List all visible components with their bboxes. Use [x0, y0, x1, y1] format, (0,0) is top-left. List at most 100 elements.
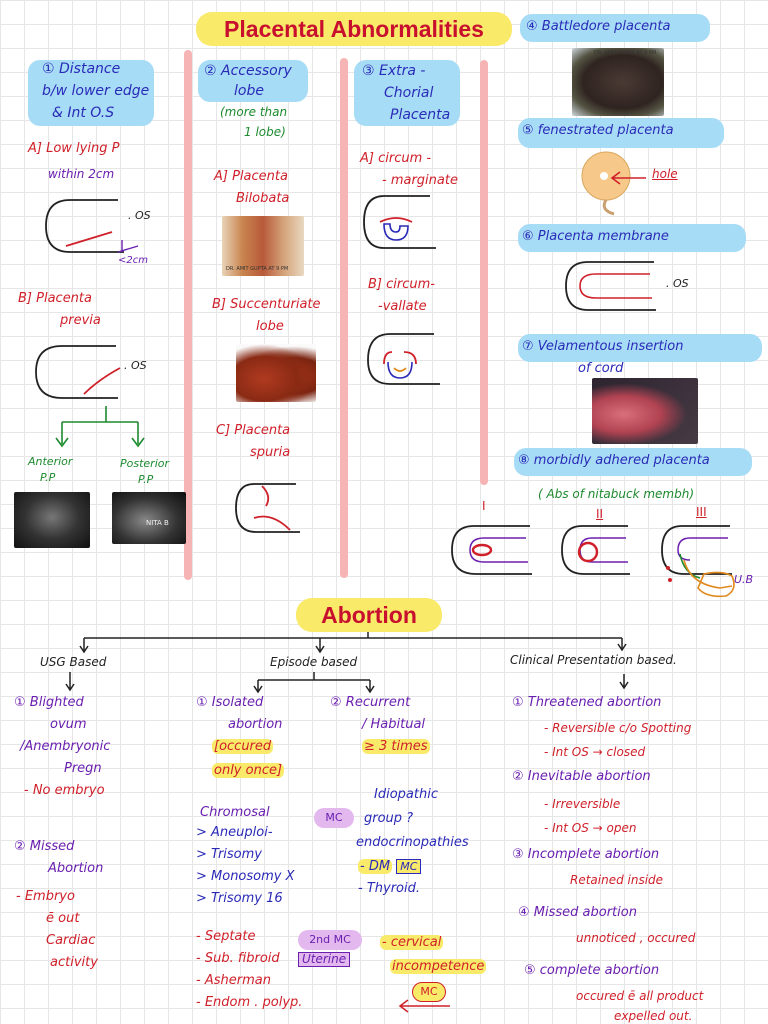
- col1-anterior-label: Anterior: [28, 455, 73, 468]
- dm-highlight: - DM: [358, 859, 393, 874]
- branch-clinical: Clinical Presentation based.: [510, 653, 677, 667]
- usg-item2-note-1: - Embryo: [16, 889, 75, 904]
- col2-spuria-label-1: C] Placenta: [216, 423, 291, 438]
- col1-os-label-b: . OS: [124, 359, 147, 372]
- episode-recurrent-2: / Habitual: [362, 717, 426, 732]
- battledore-caption: DR. AMIT GUPTA AT 9 PM: [594, 50, 657, 56]
- abortion-title: Abortion: [296, 598, 442, 632]
- clin-5: ⑤ complete abortion: [524, 963, 660, 978]
- col3-head-3: Placenta: [390, 107, 451, 123]
- item5-highlight: [518, 118, 724, 148]
- clin-2: ② Inevitable abortion: [512, 769, 651, 784]
- episode-isolated-1: ① Isolated: [196, 695, 264, 710]
- ultrasound-anterior-image: [14, 492, 90, 548]
- thyroid-line: - Thyroid.: [358, 881, 420, 896]
- roman-1: I: [482, 499, 486, 513]
- item5-fenestrated-label: ⑤ fenestrated placenta: [522, 123, 674, 138]
- battledore-placenta-image: DR. AMIT GUPTA AT 9 PM: [572, 48, 664, 116]
- bilobata-caption: DR. AMIT GUPTA AT 9 PM: [226, 266, 289, 272]
- clin-4a: unnoticed , occured: [576, 931, 696, 945]
- chrom-1: Chromosal: [200, 805, 270, 820]
- usg-item1-3: /Anembryonic: [20, 739, 111, 754]
- item6-os-label: . OS: [666, 277, 689, 290]
- item4-battledore-label: ④ Battledore placenta: [526, 19, 671, 34]
- item8-highlight: [514, 448, 752, 476]
- col2-head-highlight: [198, 60, 308, 102]
- uter-4: - Endom . polyp.: [196, 995, 303, 1010]
- col2-head-2: lobe: [234, 83, 264, 99]
- velamentous-insertion-image: [592, 378, 698, 444]
- spuria-diagram: [235, 483, 300, 533]
- item8-morbidly-label: ⑧ morbidly adhered placenta: [518, 453, 710, 468]
- branch-episode: Episode based: [270, 655, 358, 669]
- item7-velamentous-label-1: ⑦ Velamentous insertion: [522, 339, 684, 354]
- usg-item2-note-2: ē out: [46, 911, 80, 926]
- morbid-diagram-1: [451, 525, 532, 575]
- col1-os-label-a: . OS: [128, 209, 151, 222]
- dm-line: - DM MC: [358, 859, 422, 874]
- cerv-1: - cervical: [380, 935, 444, 950]
- col2-bilobata-label-2: Bilobata: [236, 191, 290, 206]
- three-times-highlight: ≥ 3 times: [362, 739, 430, 754]
- only-once-highlight: only once]: [212, 763, 285, 778]
- clin-2b: - Int OS → open: [544, 821, 637, 835]
- usg-item2-note-4: activity: [50, 955, 98, 970]
- col2-succenturiate-label-1: B] Succenturiate: [212, 297, 321, 312]
- col3-head-1: ③ Extra -: [362, 63, 426, 79]
- col1-head-3: & Int O.S: [52, 105, 115, 121]
- col1-head-2: b/w lower edge: [42, 83, 150, 99]
- idio-1: Idiopathic: [374, 787, 438, 802]
- col2-note-2: 1 lobe): [244, 125, 286, 139]
- episode-isolated-2: abortion: [228, 717, 283, 732]
- episode-recurrent-note: ≥ 3 times: [362, 739, 430, 754]
- uter-3: - Asherman: [196, 973, 271, 988]
- item6-membrane-label: ⑥ Placenta membrane: [522, 229, 669, 244]
- divider-bar-3: [480, 60, 488, 485]
- circumvallate-diagram: [367, 333, 440, 385]
- cerv-2: incompetence: [390, 959, 487, 974]
- divider-bar-2: [340, 58, 348, 578]
- uter-2: - Sub. fibroid: [196, 951, 280, 966]
- col1-lt2cm-label: <2cm: [118, 255, 148, 266]
- col1-previa-label-2: previa: [60, 313, 101, 328]
- mc-badge: MC: [314, 808, 354, 828]
- incompetence-highlight: incompetence: [390, 959, 487, 974]
- succenturiate-lobe-image: [236, 344, 316, 402]
- col1-lowlying-label: A] Low lying P: [28, 141, 120, 156]
- col3-marginate-label-1: A] circum -: [360, 151, 432, 166]
- ub-label: U.B: [734, 573, 754, 586]
- col1-posterior-pp: P.P: [138, 473, 154, 486]
- episode-isolated-note-2: only once]: [212, 763, 285, 778]
- cerv-mc: MC: [412, 982, 446, 1002]
- fenestrated-diagram: [581, 151, 646, 216]
- col1-anterior-pp: P.P: [40, 471, 56, 484]
- idio-3: endocrinopathies: [356, 835, 469, 850]
- divider-bar-1: [184, 50, 192, 580]
- uter-1: - Septate: [196, 929, 256, 944]
- cervical-highlight: - cervical: [380, 935, 444, 950]
- clin-1: ① Threatened abortion: [512, 695, 662, 710]
- clin-1a: - Reversible c/o Spotting: [544, 721, 692, 735]
- col3-vallate-label-1: B] circum-: [368, 277, 435, 292]
- cervical-arrow: [398, 999, 450, 1013]
- episode-recurrent-1: ② Recurrent: [330, 695, 411, 710]
- item7-highlight: [518, 334, 762, 362]
- usg-item2-2: Abortion: [48, 861, 104, 876]
- usg-item2-note-3: Cardiac: [46, 933, 96, 948]
- branch-usg: USG Based: [40, 655, 107, 669]
- morbid-diagram-2: [561, 525, 630, 575]
- page-title: Placental Abnormalities: [196, 12, 512, 46]
- ultrasound-label: NITA B: [146, 519, 169, 527]
- col3-head-highlight: [354, 60, 460, 126]
- occured-highlight: [occured: [212, 739, 274, 754]
- uterine-box: Uterine: [298, 952, 351, 967]
- col3-head-2: Chorial: [384, 85, 434, 101]
- morbid-diagram-3: [661, 525, 735, 598]
- circummarginate-diagram: [363, 195, 436, 249]
- item7-velamentous-label-2: of cord: [578, 361, 624, 376]
- usg-item1-4: Pregn: [64, 761, 102, 776]
- col1-head-highlight: [28, 60, 154, 126]
- usg-item1-note: - No embryo: [24, 783, 105, 798]
- clin-2a: - Irreversible: [544, 797, 621, 811]
